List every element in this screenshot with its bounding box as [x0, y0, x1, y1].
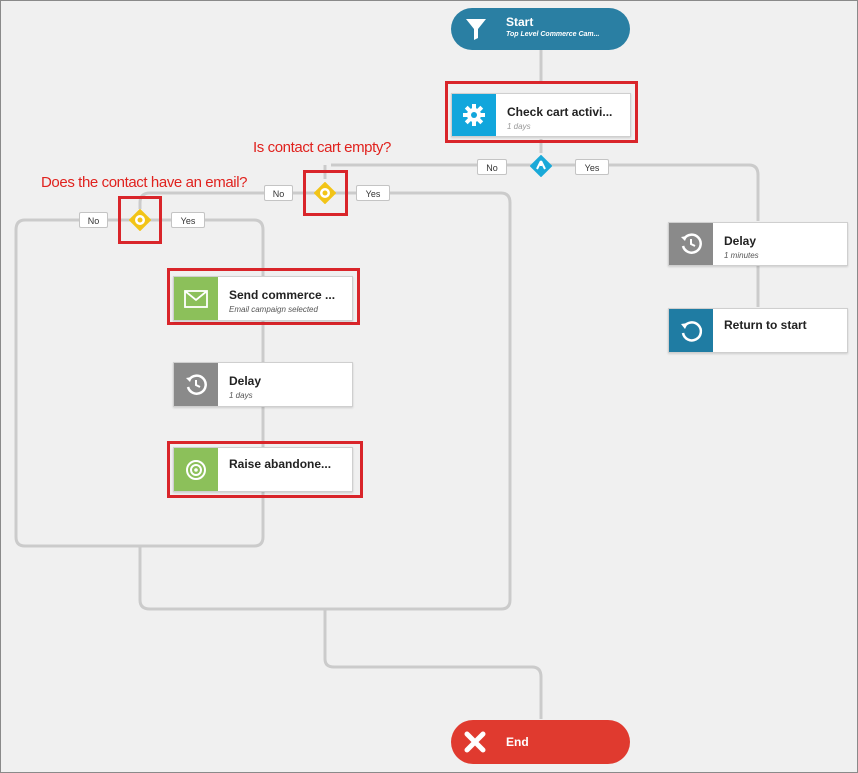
annotation-cart-empty: Is contact cart empty?: [253, 139, 391, 156]
cart-empty-no-label: No: [264, 185, 293, 201]
has-email-yes-label: Yes: [171, 212, 205, 228]
send-commerce-node[interactable]: Send commerce ... Email campaign selecte…: [173, 276, 353, 321]
delay-right-subtitle: 1 minutes: [724, 251, 759, 260]
delay-left-node[interactable]: Delay 1 days: [173, 362, 353, 407]
split-icon[interactable]: [529, 154, 553, 178]
delay-right-title: Delay: [724, 234, 757, 248]
check-cart-no-label: No: [477, 159, 507, 175]
check-cart-title: Check cart activi...: [507, 105, 613, 119]
clock-history-icon: [174, 363, 218, 406]
end-title: End: [506, 735, 529, 749]
send-commerce-title: Send commerce ...: [229, 288, 336, 302]
gear-condition-icon[interactable]: [313, 181, 337, 205]
send-commerce-subtitle: Email campaign selected: [229, 305, 318, 314]
highlight-send-commerce: [167, 268, 360, 325]
target-icon: [174, 448, 218, 491]
return-to-start-node[interactable]: Return to start: [668, 308, 848, 353]
delay-left-subtitle: 1 days: [229, 391, 253, 400]
highlight-has-email: [118, 196, 162, 244]
check-cart-yes-label: Yes: [575, 159, 609, 175]
check-cart-subtitle: 1 days: [507, 122, 531, 131]
raise-abandoned-node[interactable]: Raise abandone...: [173, 447, 353, 492]
start-subtitle: Top Level Commerce Cam...: [506, 31, 600, 38]
start-title: Start: [506, 15, 534, 29]
delay-left-title: Delay: [229, 374, 262, 388]
email-icon: [174, 277, 218, 320]
raise-abandoned-title: Raise abandone...: [229, 457, 332, 471]
return-icon: [669, 309, 713, 352]
check-cart-node[interactable]: Check cart activi... 1 days: [451, 93, 631, 137]
highlight-raise-abandoned: [167, 441, 363, 498]
close-icon: [464, 731, 486, 758]
has-email-no-label: No: [79, 212, 108, 228]
start-node[interactable]: Start Top Level Commerce Cam...: [451, 8, 630, 50]
filter-icon: [465, 17, 487, 46]
end-node[interactable]: End: [451, 720, 630, 764]
gear-condition-icon[interactable]: [128, 208, 152, 232]
annotation-has-email: Does the contact have an email?: [41, 174, 248, 191]
return-to-start-title: Return to start: [724, 318, 807, 332]
highlight-cart-empty: [303, 170, 348, 216]
clock-history-icon: [669, 223, 713, 265]
gear-icon: [452, 94, 496, 136]
highlight-check-cart: [445, 81, 638, 143]
delay-right-node[interactable]: Delay 1 minutes: [668, 222, 848, 266]
cart-empty-yes-label: Yes: [356, 185, 390, 201]
